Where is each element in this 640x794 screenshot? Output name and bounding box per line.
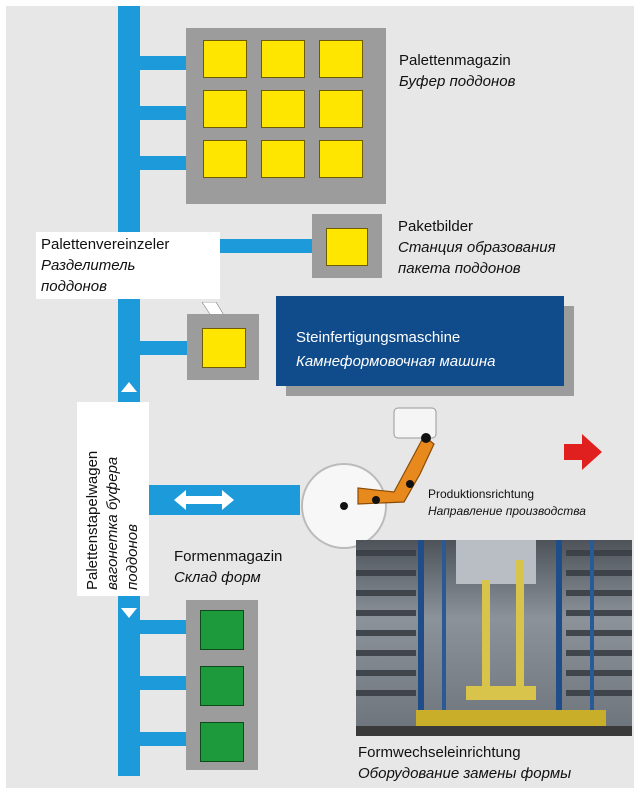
pallet-icon [202,328,246,368]
paketbilder-ru-1: Станция образования [398,239,556,256]
mold-icon [200,666,244,706]
paketbilder-de: Paketbilder [398,218,474,235]
produktion-ru: Направление производства [428,504,586,518]
pallet-icon [203,140,247,178]
vereinzeler-ru-1: Разделитель [41,257,136,274]
pallet-icon [203,90,247,128]
branch-mold-1 [140,620,200,634]
label-formwechsel: Formwechseleinrichtung Оборудование заме… [358,742,571,784]
pallet-icon [319,90,363,128]
machine-ru: Камнеформовочная машина [296,353,496,370]
produktion-de: Produktionsrichtung [428,487,535,501]
branch-vereinzeler [140,341,200,355]
mold-changer-photo [356,540,632,736]
mold-changer-arm [301,407,437,549]
formwechsel-ru: Оборудование замены формы [358,765,572,782]
vereinzeler-ru-2: поддонов [41,278,107,295]
label-formenmagazin: Formenmagazin Склад форм [174,546,282,588]
pallet-icon [261,40,305,78]
pallet-icon [203,40,247,78]
double-arrow-icon [174,490,234,510]
formenmagazin-de: Formenmagazin [174,548,283,565]
branch-mold-2 [140,676,200,690]
stone-making-machine: Steinfertigungsmaschine Камнеформовочная… [276,296,564,386]
formwechsel-de: Formwechseleinrichtung [358,744,521,761]
pallet-icon [326,228,368,266]
mold-icon [200,610,244,650]
mold-icon [200,722,244,762]
pallet-icon [319,140,363,178]
paketbilder-ru-2: пакета поддонов [398,260,521,277]
vereinzeler-de: Palettenvereinzeler [41,236,170,253]
rail-arrow-up-icon [121,382,137,392]
formenmagazin-ru: Склад форм [174,569,261,586]
branch-mold-3 [140,732,200,746]
label-palettenvereinzeler: Palettenvereinzeler Разделитель поддонов [36,232,220,299]
rail-arrow-down-icon [121,608,137,618]
label-paketbilder: Paketbilder Станция образования пакета п… [398,216,556,279]
pallet-icon [319,40,363,78]
pallet-icon [261,90,305,128]
pallet-icon [261,140,305,178]
label-produktionsrichtung: Produktionsrichtung Направление производ… [428,486,586,520]
palettenmagazin-de: Palettenmagazin [399,52,511,69]
palettenmagazin-ru: Буфер поддонов [399,73,516,90]
factory-layout-diagram: Palettenmagazin Буфер поддонов Paketbild… [6,6,634,788]
stapelwagen-de: Palettenstapelwagen [84,450,101,590]
label-palettenmagazin: Palettenmagazin Буфер поддонов [399,50,515,92]
label-stapelwagen: Palettenstapelwagen вагонетка буфера под… [77,402,149,596]
machine-de: Steinfertigungsmaschine [296,329,461,346]
stapelwagen-ru-2: поддонов [124,524,141,590]
red-arrow-right-icon [564,434,602,470]
stapelwagen-ru-1: вагонетка буфера [104,456,121,590]
